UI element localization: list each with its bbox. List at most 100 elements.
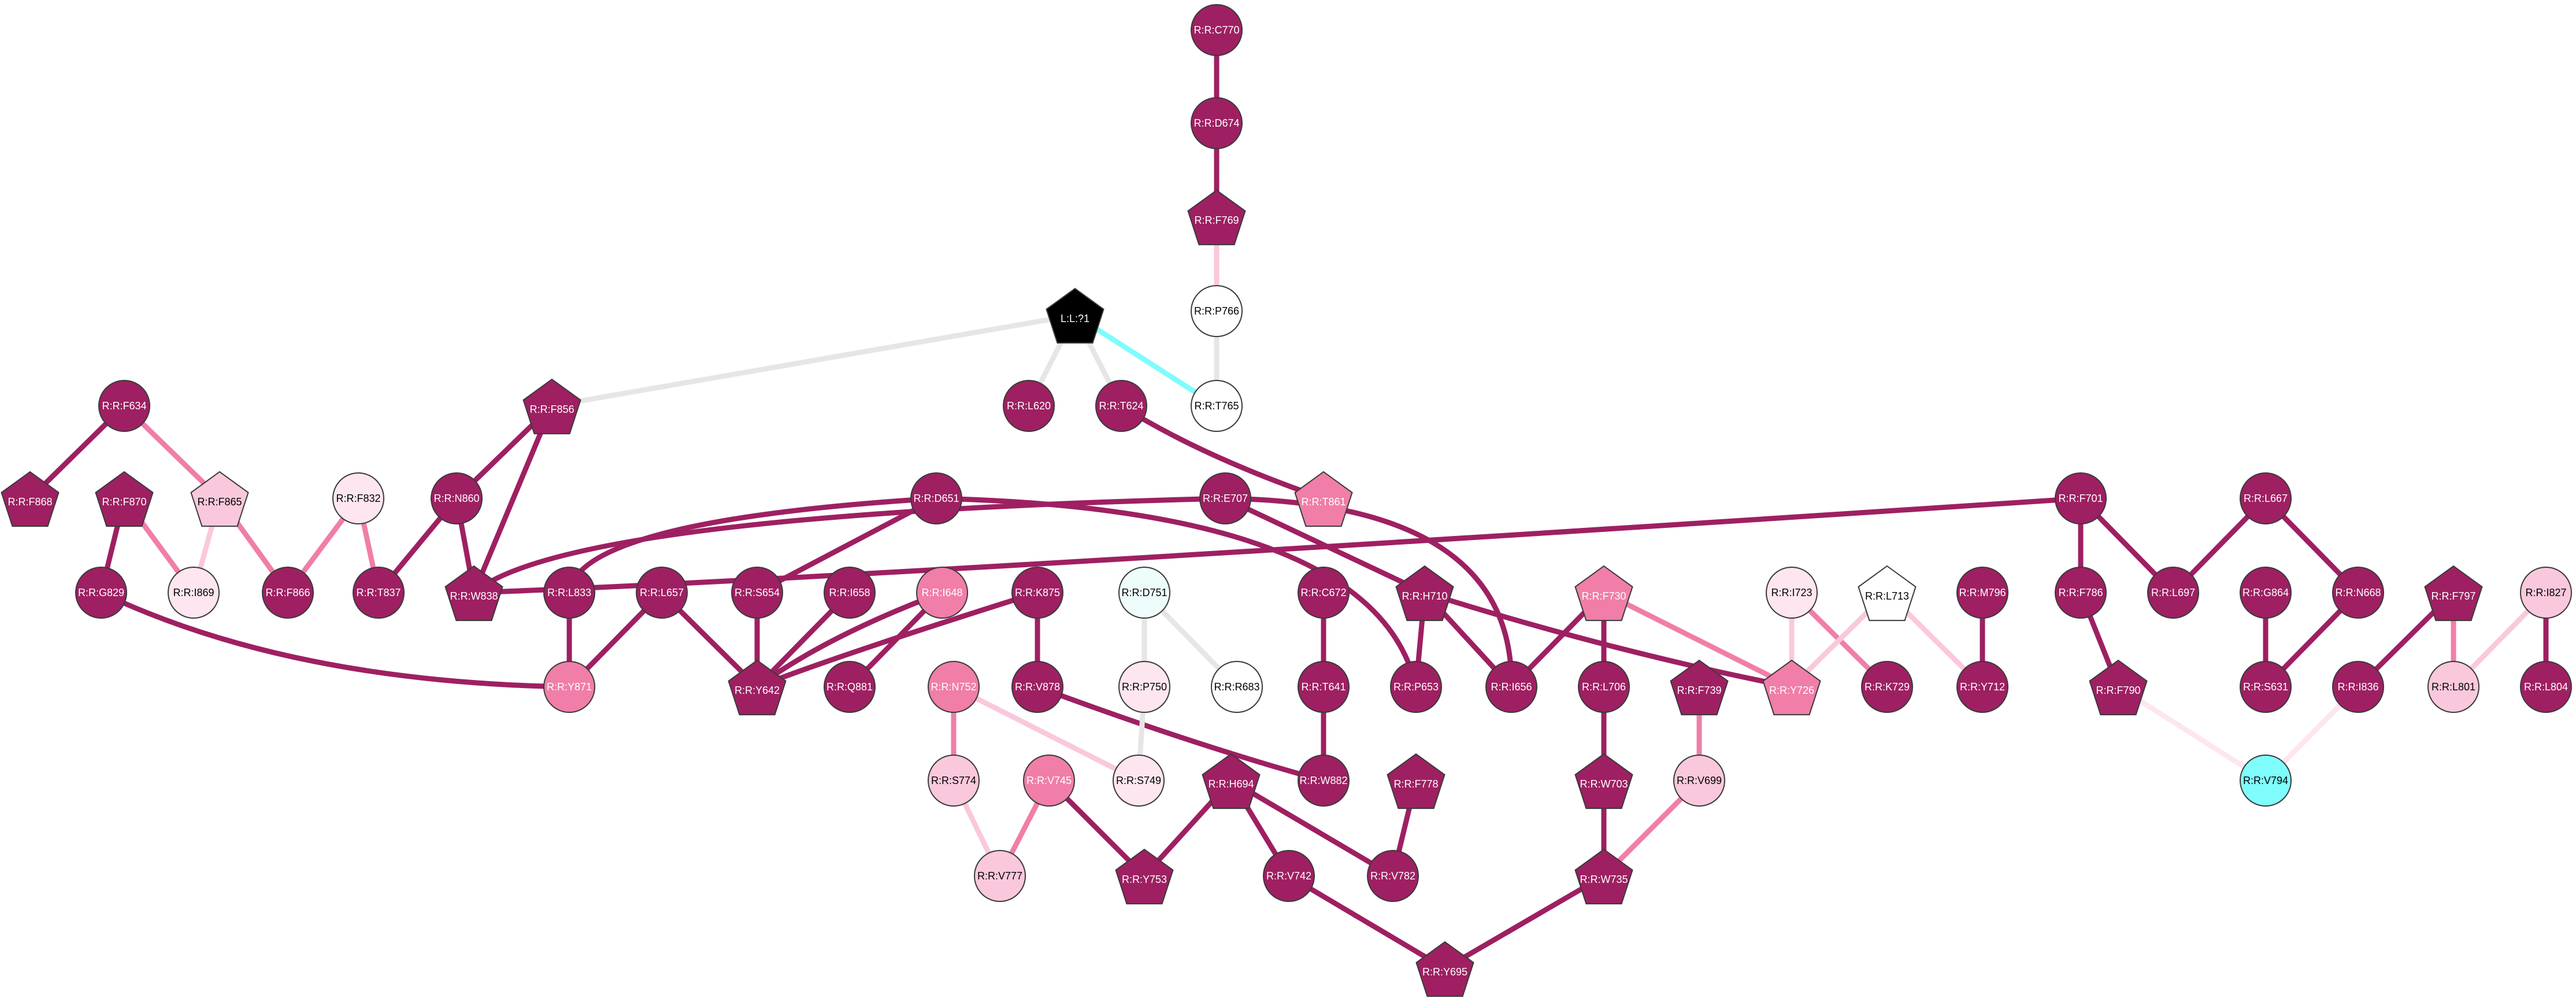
node-k729[interactable]: R:R:K729 — [1861, 661, 1913, 713]
node-i869[interactable]: R:R:I869 — [168, 567, 220, 619]
node-d751[interactable]: R:R:D751 — [1118, 567, 1170, 619]
node-l804[interactable]: R:R:L804 — [2520, 661, 2572, 713]
node-g864[interactable]: R:R:G864 — [2240, 567, 2292, 619]
node-label: R:R:L804 — [2524, 681, 2568, 693]
node-d674[interactable]: R:R:D674 — [1191, 97, 1243, 149]
node-pentagon-shape — [1574, 565, 1633, 622]
node-p653[interactable]: R:R:P653 — [1390, 661, 1442, 713]
node-r683[interactable]: R:R:R683 — [1211, 661, 1263, 713]
node-circle-shape — [543, 661, 595, 713]
node-f786[interactable]: R:R:F786 — [2055, 567, 2107, 619]
node-label: R:R:C770 — [1194, 24, 1239, 36]
node-l657[interactable]: R:R:L657 — [636, 567, 688, 619]
node-t861[interactable]: R:R:T861 — [1294, 471, 1353, 527]
node-y642[interactable]: R:R:Y642 — [728, 659, 787, 716]
node-y726[interactable]: R:R:Y726 — [1762, 659, 1821, 716]
node-c672[interactable]: R:R:C672 — [1298, 567, 1350, 619]
node-l801[interactable]: R:R:L801 — [2427, 661, 2479, 713]
node-f769[interactable]: R:R:F769 — [1187, 189, 1246, 246]
node-y871[interactable]: R:R:Y871 — [543, 661, 595, 713]
node-circle-shape — [2147, 567, 2199, 619]
node-f739[interactable]: R:R:F739 — [1670, 659, 1729, 716]
node-l667[interactable]: R:R:L667 — [2240, 472, 2292, 524]
node-n752[interactable]: R:R:N752 — [928, 661, 980, 713]
node-h710[interactable]: R:R:H710 — [1395, 565, 1454, 622]
node-v782[interactable]: R:R:V782 — [1367, 850, 1419, 902]
node-f730[interactable]: R:R:F730 — [1574, 565, 1633, 622]
node-h694[interactable]: R:R:H694 — [1202, 753, 1261, 809]
node-m796[interactable]: R:R:M796 — [1956, 567, 2008, 619]
node-f866[interactable]: R:R:F866 — [262, 567, 314, 619]
node-label: R:R:L657 — [640, 587, 684, 598]
node-circle-shape — [1003, 380, 1055, 432]
node-s654[interactable]: R:R:S654 — [731, 567, 783, 619]
node-s749[interactable]: R:R:S749 — [1113, 755, 1165, 807]
node-l620[interactable]: R:R:L620 — [1003, 380, 1055, 432]
node-f701[interactable]: R:R:F701 — [2055, 472, 2107, 524]
node-e707[interactable]: R:R:E707 — [1199, 472, 1251, 524]
node-d651[interactable]: R:R:D651 — [910, 472, 962, 524]
node-v699[interactable]: R:R:V699 — [1673, 755, 1725, 807]
node-y753[interactable]: R:R:Y753 — [1115, 848, 1174, 905]
node-circle-shape — [2240, 472, 2292, 524]
node-f790[interactable]: R:R:F790 — [2089, 659, 2148, 716]
node-circle-shape — [1118, 661, 1170, 713]
node-f856[interactable]: R:R:F856 — [522, 378, 581, 435]
node-l713[interactable]: R:R:L713 — [1858, 565, 1917, 622]
node-l1[interactable]: L:L:?1 — [1046, 287, 1104, 344]
node-i827[interactable]: R:R:I827 — [2520, 567, 2572, 619]
node-label: R:R:F866 — [265, 587, 310, 598]
edge-f701-w838 — [471, 496, 2084, 596]
node-label: R:R:F865 — [197, 496, 242, 508]
node-p750[interactable]: R:R:P750 — [1118, 661, 1170, 713]
node-s774[interactable]: R:R:S774 — [928, 755, 980, 807]
node-label: R:R:F856 — [529, 404, 574, 415]
node-y695[interactable]: R:R:Y695 — [1415, 941, 1474, 997]
node-i723[interactable]: R:R:I723 — [1766, 567, 1818, 619]
node-circle-shape — [1298, 755, 1350, 807]
node-l706[interactable]: R:R:L706 — [1578, 661, 1630, 713]
node-v794[interactable]: R:R:V794 — [2240, 755, 2292, 807]
node-i658[interactable]: R:R:I658 — [824, 567, 876, 619]
node-circle-shape — [1578, 661, 1630, 713]
node-v742[interactable]: R:R:V742 — [1263, 850, 1315, 902]
node-w735[interactable]: R:R:W735 — [1574, 848, 1633, 905]
node-g829[interactable]: R:R:G829 — [75, 567, 127, 619]
node-n668[interactable]: R:R:N668 — [2332, 567, 2384, 619]
node-f865[interactable]: R:R:F865 — [190, 471, 249, 527]
node-y712[interactable]: R:R:Y712 — [1956, 661, 2008, 713]
node-l697[interactable]: R:R:L697 — [2147, 567, 2199, 619]
node-s631[interactable]: R:R:S631 — [2240, 661, 2292, 713]
node-label: R:R:G829 — [78, 587, 124, 598]
node-w882[interactable]: R:R:W882 — [1298, 755, 1350, 807]
node-l833[interactable]: R:R:L833 — [543, 567, 595, 619]
node-c770[interactable]: R:R:C770 — [1191, 4, 1243, 56]
edge-f856-w838 — [471, 403, 555, 596]
node-f634[interactable]: R:R:F634 — [98, 380, 150, 432]
node-f868[interactable]: R:R:F868 — [1, 471, 60, 527]
node-f870[interactable]: R:R:F870 — [95, 471, 154, 527]
node-v745[interactable]: R:R:V745 — [1023, 755, 1075, 807]
node-i836[interactable]: R:R:I836 — [2332, 661, 2384, 713]
node-n860[interactable]: R:R:N860 — [431, 472, 483, 524]
node-v878[interactable]: R:R:V878 — [1011, 661, 1063, 713]
node-t624[interactable]: R:R:T624 — [1095, 380, 1147, 432]
node-label: R:R:R683 — [1214, 681, 1259, 693]
node-w703[interactable]: R:R:W703 — [1574, 753, 1633, 809]
node-q881[interactable]: R:R:Q881 — [824, 661, 876, 713]
node-t837[interactable]: R:R:T837 — [353, 567, 405, 619]
node-t641[interactable]: R:R:T641 — [1298, 661, 1350, 713]
node-label: R:R:D651 — [913, 493, 959, 504]
node-f797[interactable]: R:R:F797 — [2424, 565, 2483, 622]
node-f778[interactable]: R:R:F778 — [1387, 753, 1445, 809]
node-v777[interactable]: R:R:V777 — [974, 850, 1026, 902]
node-w838[interactable]: R:R:W838 — [444, 565, 503, 622]
node-p766[interactable]: R:R:P766 — [1191, 285, 1243, 337]
node-pentagon-shape — [1202, 753, 1261, 809]
node-f832[interactable]: R:R:F832 — [332, 472, 384, 524]
node-i656[interactable]: R:R:I656 — [1485, 661, 1537, 713]
node-k875[interactable]: R:R:K875 — [1011, 567, 1063, 619]
node-i648[interactable]: R:R:I648 — [916, 567, 968, 619]
node-t765[interactable]: R:R:T765 — [1191, 380, 1243, 432]
node-label: R:R:W735 — [1580, 874, 1628, 885]
